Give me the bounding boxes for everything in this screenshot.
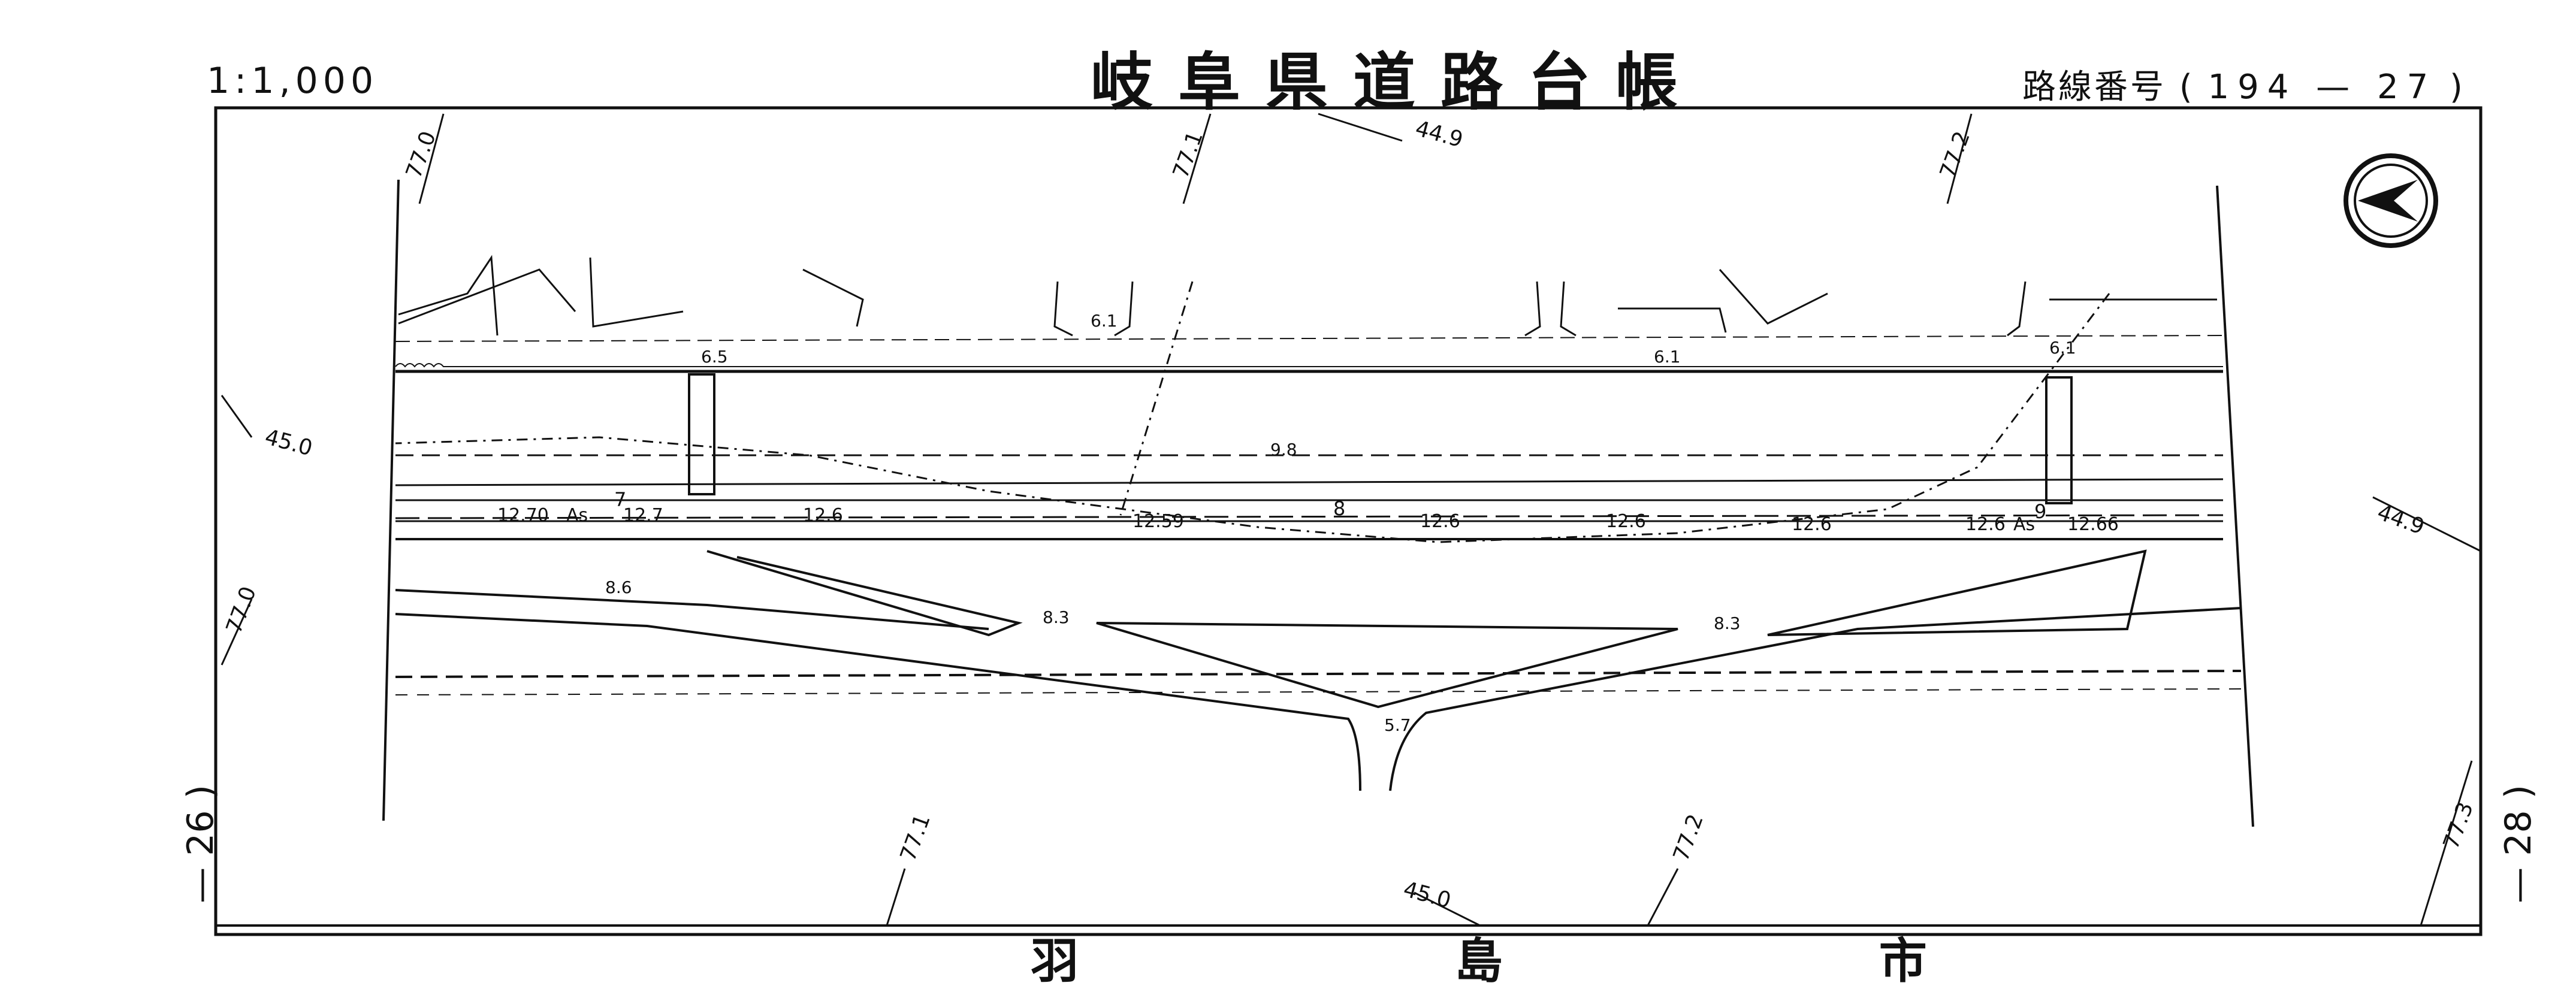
road-point: 12.7 (623, 505, 663, 526)
road-point: 12.66 (2067, 514, 2119, 535)
spot-elevation: 6.5 (701, 347, 728, 367)
spot-elevation: 9.8 (1270, 440, 1297, 459)
sheet-header: 1:1,000 岐阜県道路台帳 路線番号 ( 194 — 27 ) (0, 0, 2576, 119)
station-number: 8 (1333, 497, 1345, 520)
contour-label: 77.0 (222, 583, 261, 637)
contour-label: 44.9 (1413, 116, 1466, 152)
dash-dot-boundary (395, 281, 2110, 543)
route-label-text: 路線番号 (2022, 68, 2166, 107)
spot-elevation: 8.6 (605, 577, 632, 597)
map-scale: 1:1,000 (207, 60, 379, 102)
contour-label: 77.1 (896, 811, 935, 864)
spot-elevation: 8.3 (1714, 613, 1741, 633)
road-point: 12.6 (1965, 514, 2006, 535)
spot-elevation: 5.7 (1384, 715, 1411, 735)
route-number-label: 路線番号 ( 194 — 27 ) (2022, 60, 2465, 108)
station-number: 7 (614, 488, 626, 511)
road-point: 12.6 (1606, 511, 1646, 532)
contour-label: 77.3 (2439, 799, 2478, 852)
spot-elevation: 6.1 (1091, 311, 1118, 331)
map-limit-right (2216, 185, 2254, 827)
contour-label: 45.0 (262, 425, 315, 461)
culvert-left (688, 373, 715, 495)
contour-marks (221, 113, 2481, 927)
contour-label: 45.0 (1401, 877, 1454, 913)
road-point: 12.59 (1133, 511, 1184, 532)
road-ledger-map: 77.0 77.1 44.9 77.2 45.0 77.0 44.9 77.1 … (214, 106, 2483, 936)
route-number-value: 194 — 27 (2207, 68, 2437, 107)
spot-elevation: 6.1 (1654, 347, 1681, 367)
road-point: 12.6 (1420, 511, 1460, 532)
road-centerline (395, 514, 2224, 519)
route-close-paren: ) (2450, 68, 2465, 107)
spot-elevation: 8.3 (1043, 607, 1070, 627)
road-point: 12.6 (1792, 514, 1832, 535)
contour-label: 77.2 (1935, 128, 1975, 182)
map-limit-left (382, 179, 400, 821)
road-branches (395, 549, 2242, 791)
contour-label: 77.1 (1168, 128, 1208, 182)
route-open-paren: ( (2179, 68, 2195, 107)
lower-boundary (395, 688, 2242, 695)
property-lines-top (398, 255, 2217, 337)
contour-label: 44.9 (2374, 500, 2427, 540)
station-number: 9 (2034, 500, 2046, 523)
contour-label: 77.0 (401, 128, 441, 182)
culvert-right (2045, 376, 2073, 504)
north-arrow-icon (2344, 153, 2438, 248)
road-point: 12.6 (803, 505, 843, 526)
embankment-hatch-upper (395, 454, 2224, 540)
spot-elevation: 6.1 (2049, 338, 2076, 358)
contour-label: 77.2 (1669, 811, 1708, 864)
road-point: 12.70 (497, 505, 549, 526)
pavement-type: As (566, 505, 588, 526)
sheet-frame (214, 106, 2483, 936)
pavement-type: As (2013, 514, 2035, 535)
